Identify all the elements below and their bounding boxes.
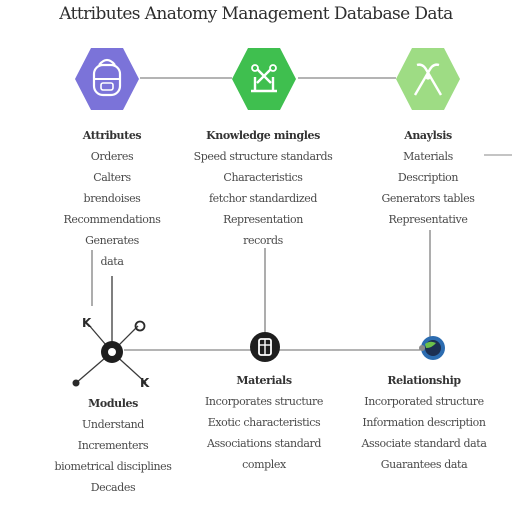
column-3-line-1: Anaylsis — [354, 125, 502, 146]
column-4-line-1: Modules — [52, 393, 174, 414]
svg-text:K: K — [82, 316, 92, 330]
globe-node-icon — [416, 334, 448, 364]
column-6-line-1: Relationship — [340, 370, 508, 391]
column-1-line-2: Orderes — [42, 146, 182, 167]
column-4-line-4: biometrical disciplines — [52, 456, 174, 477]
column-5-line-5: complex — [176, 454, 352, 475]
svg-text:K: K — [140, 376, 150, 390]
column-3-line-4: Generators tables — [354, 188, 502, 209]
column-1-line-3: Calters — [42, 167, 182, 188]
column-3-line-2: Materials — [354, 146, 502, 167]
column-1-line-5: Recommendations — [42, 209, 182, 230]
diagram-title: Attributes Anatomy Management Database D… — [0, 4, 512, 24]
column-6-description: Relationship Incorporated structure Info… — [340, 370, 508, 475]
column-2-line-6: records — [183, 230, 343, 251]
column-5-line-1: Materials — [176, 370, 352, 391]
column-2-line-1: Knowledge mingles — [183, 125, 343, 146]
column-2-description: Knowledge mingles Speed structure standa… — [183, 125, 343, 251]
column-6-line-2: Incorporated structure — [340, 391, 508, 412]
column-1-line-4: brendoises — [42, 188, 182, 209]
column-1-line-1: Attributes — [42, 125, 182, 146]
column-4-line-5: Decades — [52, 477, 174, 498]
column-1-line-7: data — [42, 251, 182, 272]
column-3-line-3: Description — [354, 167, 502, 188]
scissors-bench-icon — [231, 47, 297, 111]
column-2-line-2: Speed structure standards — [183, 146, 343, 167]
hub-node-icon: K K — [72, 310, 156, 394]
column-6-line-5: Guarantees data — [340, 454, 508, 475]
backpack-icon — [74, 47, 140, 111]
column-5-description: Materials Incorporates structure Exotic … — [176, 370, 352, 475]
column-2-line-4: fetchor standardized — [183, 188, 343, 209]
column-3-line-5: Representative — [354, 209, 502, 230]
column-6-line-3: Information description — [340, 412, 508, 433]
tongs-icon — [395, 47, 461, 111]
column-2-line-5: Representation — [183, 209, 343, 230]
column-4-description: Modules Understand Incrementers biometri… — [52, 393, 174, 498]
column-1-description: Attributes Orderes Calters brendoises Re… — [42, 125, 182, 272]
column-5-line-4: Associations standard — [176, 433, 352, 454]
column-1-line-6: Generates — [42, 230, 182, 251]
column-4-line-3: Incrementers — [52, 435, 174, 456]
column-5-line-3: Exotic characteristics — [176, 412, 352, 433]
column-3-description: Anaylsis Materials Description Generator… — [354, 125, 502, 230]
column-6-line-4: Associate standard data — [340, 433, 508, 454]
column-4-line-2: Understand — [52, 414, 174, 435]
column-2-line-3: Characteristics — [183, 167, 343, 188]
database-node-icon — [248, 330, 282, 364]
column-5-line-2: Incorporates structure — [176, 391, 352, 412]
